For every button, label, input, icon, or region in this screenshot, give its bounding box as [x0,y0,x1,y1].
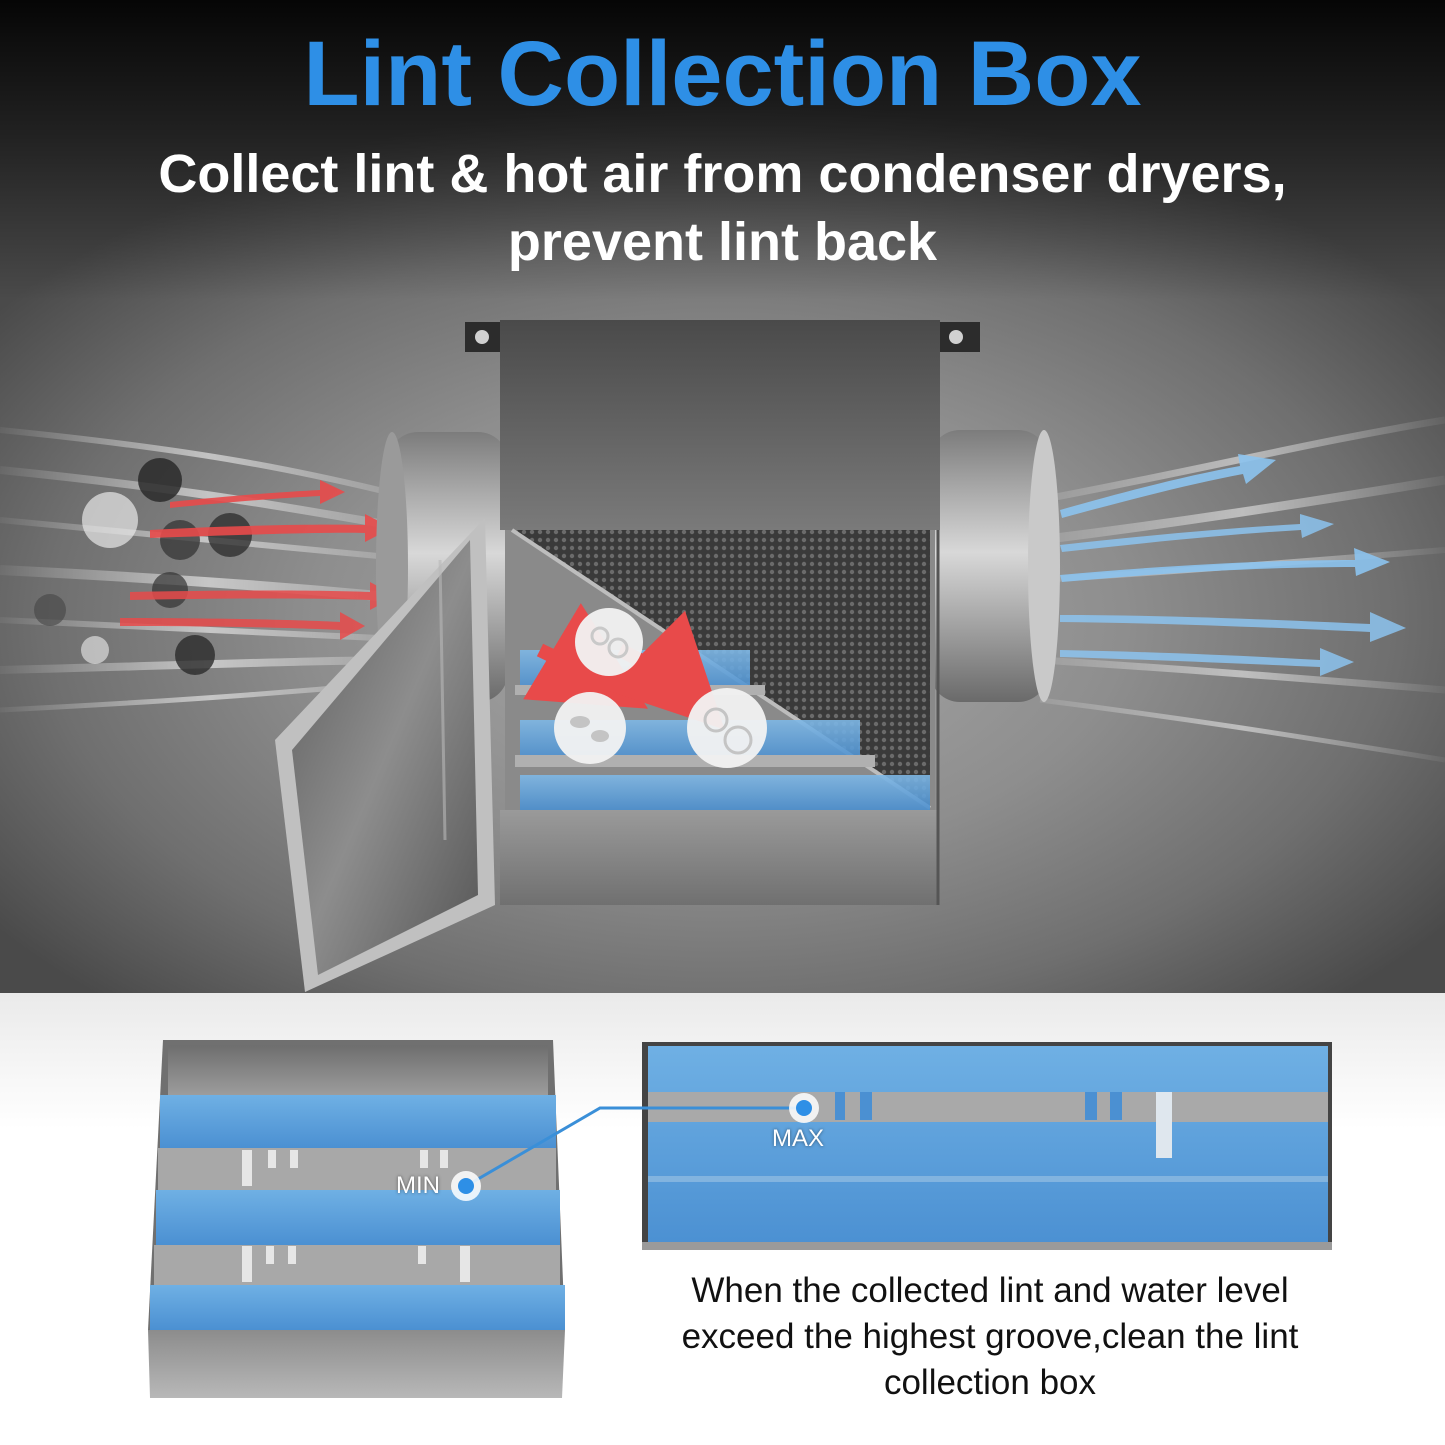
glass-door[interactable] [275,518,495,992]
germ-icon [687,688,767,768]
level-callout-connector [451,1093,819,1201]
box-front-panel [500,810,938,905]
caption-line-1: When the collected lint and water level [691,1271,1289,1310]
box-lid [500,320,940,530]
product-illustration [0,320,1445,992]
intake-arrow-icon [120,480,396,640]
subtitle-line-1: Collect lint & hot air from condenser dr… [158,144,1287,204]
zoom-detail-panel [642,1042,1332,1250]
outlet-pipe [930,430,1060,702]
caption-line-2: exceed the highest groove,clean the lint [681,1317,1299,1356]
caption-line-3: collection box [883,1363,1097,1402]
lint-tray [148,1040,565,1398]
subtitle-line-2: prevent lint back [507,212,938,272]
lint-particle-icon [575,608,643,676]
page-subtitle: Collect lint & hot air from condenser dr… [100,140,1345,276]
cleaning-instruction-caption: When the collected lint and water level … [640,1268,1340,1406]
min-level-label: MIN [396,1172,440,1199]
page-title: Lint Collection Box [303,23,1142,125]
max-level-label: MAX [772,1125,825,1152]
hero-section: Lint Collection Box Collect lint & hot a… [0,0,1445,993]
hero-top-shade [0,0,1445,300]
bacteria-icon [554,692,626,764]
exhaust-arrow-icon [1060,454,1406,676]
